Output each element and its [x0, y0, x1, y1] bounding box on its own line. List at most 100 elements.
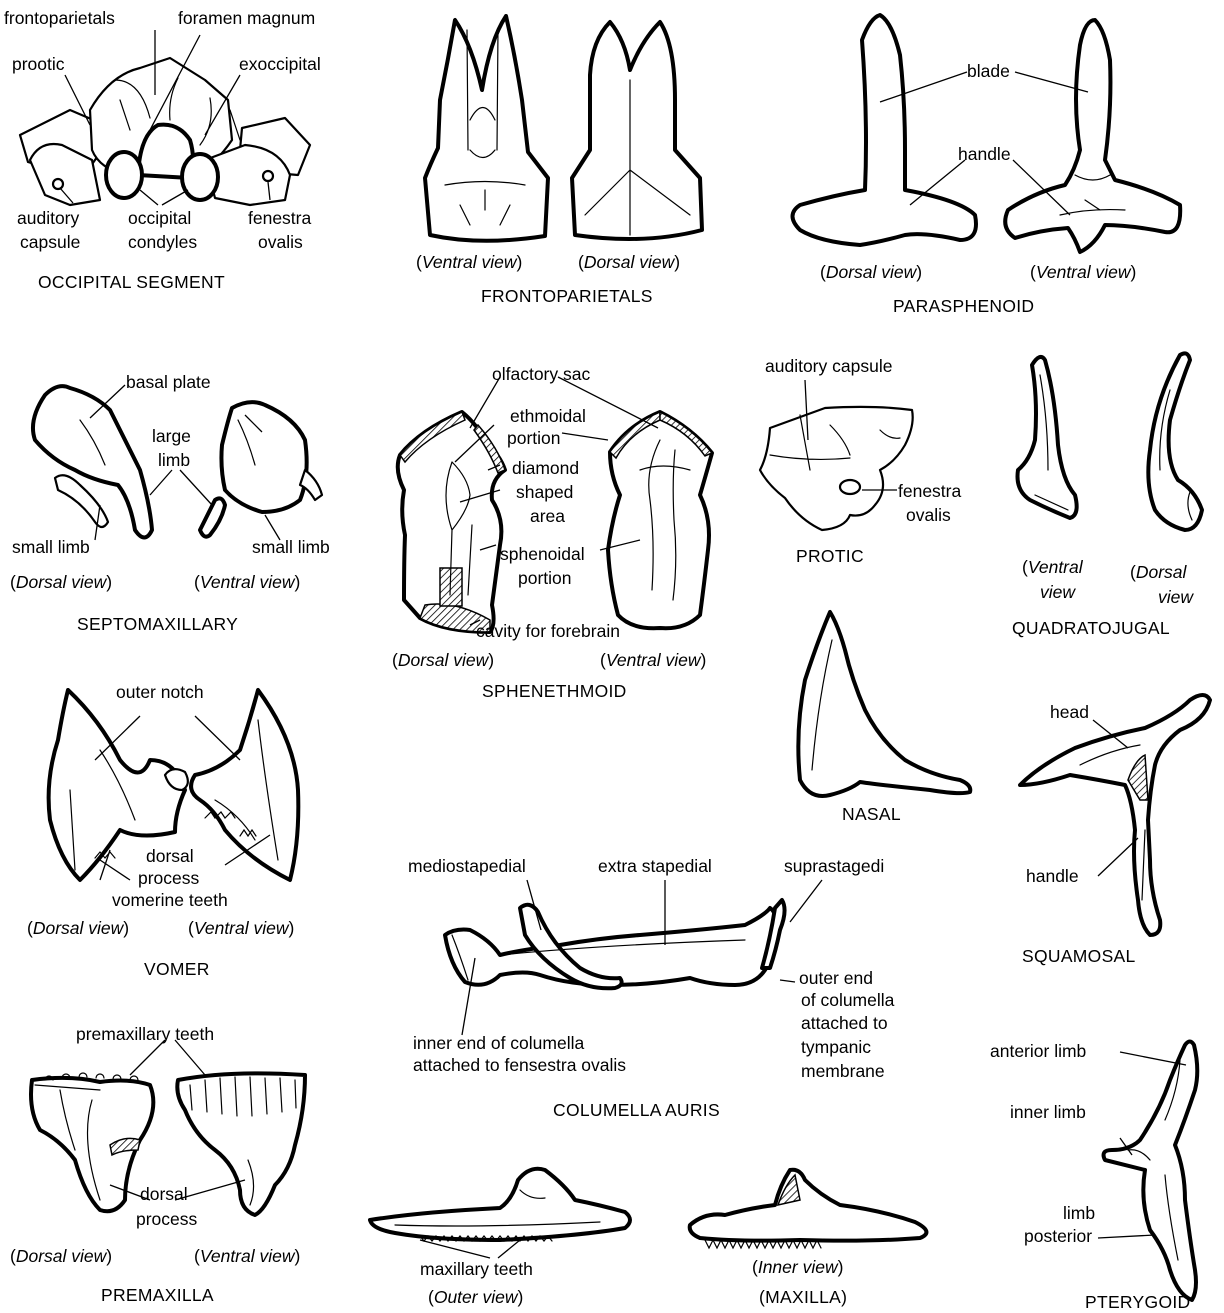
occipital-label-frontoparietals: frontoparietals — [4, 8, 115, 28]
squamosal-label-head: head — [1050, 702, 1089, 722]
frontoparietals-figure — [425, 16, 702, 241]
vomer-label-vomerine-teeth: vomerine teeth — [112, 890, 228, 910]
pterygoid-label-anterior-limb: anterior limb — [990, 1041, 1086, 1061]
premaxilla-label-process: process — [136, 1209, 198, 1229]
sphenethmoid-label-shaped: shaped — [516, 482, 573, 502]
occipital-label-capsule: capsule — [20, 232, 80, 252]
svg-text:(Dorsal view): (Dorsal view) — [578, 252, 680, 272]
nasal-figure — [798, 612, 970, 796]
svg-text:(Outer view): (Outer view) — [428, 1287, 523, 1307]
parasphenoid-label-handle: handle — [958, 144, 1011, 164]
columella-label-outer-end: outer end — [799, 968, 873, 988]
occipital-label-exoccipital: exoccipital — [239, 54, 321, 74]
parasphenoid-dorsal-view-label: Dorsal view — [826, 262, 918, 282]
parasphenoid-figure — [793, 15, 1181, 252]
pterygoid-title: PTERYGOID — [1085, 1292, 1190, 1312]
parasphenoid-ventral-view-label: Ventral view — [1036, 262, 1132, 282]
sphenethmoid-label-olfactory-sac: olfactory sac — [492, 364, 590, 384]
pterygoid-label-limb: limb — [1063, 1203, 1095, 1223]
vomer-label-process: process — [138, 868, 200, 888]
occipital-label-prootic: prootic — [12, 54, 65, 74]
protic-label-ovalis: ovalis — [906, 505, 951, 525]
maxilla-figure — [370, 1169, 926, 1258]
occipital-label-foramen-magnum: foramen magnum — [178, 8, 315, 28]
quadratojugal-title: QUADRATOJUGAL — [1012, 618, 1170, 638]
columella-label-tympanic: tympanic — [801, 1037, 871, 1057]
quadratojugal-dorsal-label: Dorsal — [1136, 562, 1188, 582]
svg-text:(Ventral view): (Ventral view) — [600, 650, 706, 670]
premaxilla-ventral-view-label: Ventral view — [200, 1246, 296, 1266]
frontoparietals-dorsal-view-label: Dorsal view — [584, 252, 676, 272]
septomaxillary-label-basal-plate: basal plate — [126, 372, 211, 392]
occipital-label-auditory: auditory — [17, 208, 80, 228]
occipital-label-fenestra: fenestra — [248, 208, 311, 228]
occipital-segment-title: OCCIPITAL SEGMENT — [38, 272, 225, 292]
occipital-label-occipital: occipital — [128, 208, 191, 228]
sphenethmoid-label-ethmoidal-portion: portion — [507, 428, 561, 448]
quadratojugal-ventral-label: Ventral — [1028, 557, 1084, 577]
frontoparietals-title: FRONTOPARIETALS — [481, 286, 653, 306]
septomaxillary-label-small-limb-right: small limb — [252, 537, 330, 557]
sphenethmoid-ventral-view-label: Ventral view — [606, 650, 702, 670]
svg-text:(Ventral view): (Ventral view) — [194, 572, 300, 592]
columella-auris-figure — [445, 880, 822, 1035]
svg-text:(Dorsal view): (Dorsal view) — [27, 918, 129, 938]
frontoparietals-ventral-view-label: Ventral view — [422, 252, 518, 272]
svg-text:(Dorsal view): (Dorsal view) — [10, 1246, 112, 1266]
septomaxillary-ventral-view-label: Ventral view — [200, 572, 296, 592]
parasphenoid-label-blade: blade — [967, 61, 1010, 81]
premaxilla-label-teeth: premaxillary teeth — [76, 1024, 214, 1044]
svg-text:(Ventral view): (Ventral view) — [416, 252, 522, 272]
septomaxillary-label-limb: limb — [158, 450, 190, 470]
sphenethmoid-title: SPHENETHMOID — [482, 681, 627, 701]
columella-label-extra-stapedial: extra stapedial — [598, 856, 712, 876]
svg-text:(Ventral view): (Ventral view) — [1030, 262, 1136, 282]
septomaxillary-label-large: large — [152, 426, 191, 446]
sphenethmoid-label-area: area — [530, 506, 565, 526]
parasphenoid-title: PARASPHENOID — [893, 296, 1034, 316]
vomer-dorsal-view-label: Dorsal view — [33, 918, 125, 938]
columella-label-attached-fenestra: attached to fensestra ovalis — [413, 1055, 626, 1075]
protic-title: PROTIC — [796, 546, 864, 566]
pterygoid-label-posterior: posterior — [1024, 1226, 1092, 1246]
septomaxillary-title: SEPTOMAXILLARY — [77, 614, 238, 634]
sphenethmoid-label-sphenoidal: sphenoidal — [500, 544, 585, 564]
sphenethmoid-dorsal-view-label: Dorsal view — [398, 650, 490, 670]
svg-text:(Ventral view): (Ventral view) — [194, 1246, 300, 1266]
columella-label-inner-end: inner end of columella — [413, 1033, 584, 1053]
occipital-label-ovalis: ovalis — [258, 232, 303, 252]
protic-label-fenestra: fenestra — [898, 481, 961, 501]
columella-label-attached-to: attached to — [801, 1013, 888, 1033]
svg-text:(Inner view): (Inner view) — [752, 1257, 843, 1277]
columella-label-mediostapedial: mediostapedial — [408, 856, 526, 876]
squamosal-label-handle: handle — [1026, 866, 1079, 886]
maxilla-inner-view-label: Inner view — [758, 1257, 839, 1277]
maxilla-label-teeth: maxillary teeth — [420, 1259, 533, 1279]
quadratojugal-dorsal-view-label: view — [1158, 587, 1194, 607]
septomaxillary-dorsal-view-label: Dorsal view — [16, 572, 108, 592]
svg-text:(Dorsal view): (Dorsal view) — [820, 262, 922, 282]
svg-text:(Dorsal view): (Dorsal view) — [10, 572, 112, 592]
quadratojugal-figure — [1018, 353, 1203, 530]
columella-label-suprastagedi: suprastagedi — [784, 856, 884, 876]
columella-auris-title: COLUMELLA AURIS — [553, 1100, 720, 1120]
occipital-label-condyles: condyles — [128, 232, 197, 252]
protic-figure — [760, 380, 913, 530]
columella-label-membrane: membrane — [801, 1061, 885, 1081]
squamosal-figure — [1020, 695, 1210, 935]
squamosal-title: SQUAMOSAL — [1022, 946, 1136, 966]
premaxilla-dorsal-view-label: Dorsal view — [16, 1246, 108, 1266]
sphenethmoid-label-diamond: diamond — [512, 458, 579, 478]
quadratojugal-ventral-view-label: view — [1040, 582, 1076, 602]
svg-text:(Ventral view): (Ventral view) — [188, 918, 294, 938]
septomaxillary-label-small-limb-left: small limb — [12, 537, 90, 557]
columella-label-of-columella: of columella — [801, 990, 895, 1010]
premaxilla-title: PREMAXILLA — [101, 1285, 214, 1305]
pterygoid-figure — [1098, 1042, 1197, 1301]
premaxilla-label-dorsal: dorsal — [140, 1184, 188, 1204]
sphenethmoid-label-cavity: cavity for forebrain — [476, 621, 620, 641]
sphenethmoid-label-ethmoidal: ethmoidal — [510, 406, 586, 426]
svg-text:(Dorsal view): (Dorsal view) — [392, 650, 494, 670]
vomer-ventral-view-label: Ventral view — [194, 918, 290, 938]
